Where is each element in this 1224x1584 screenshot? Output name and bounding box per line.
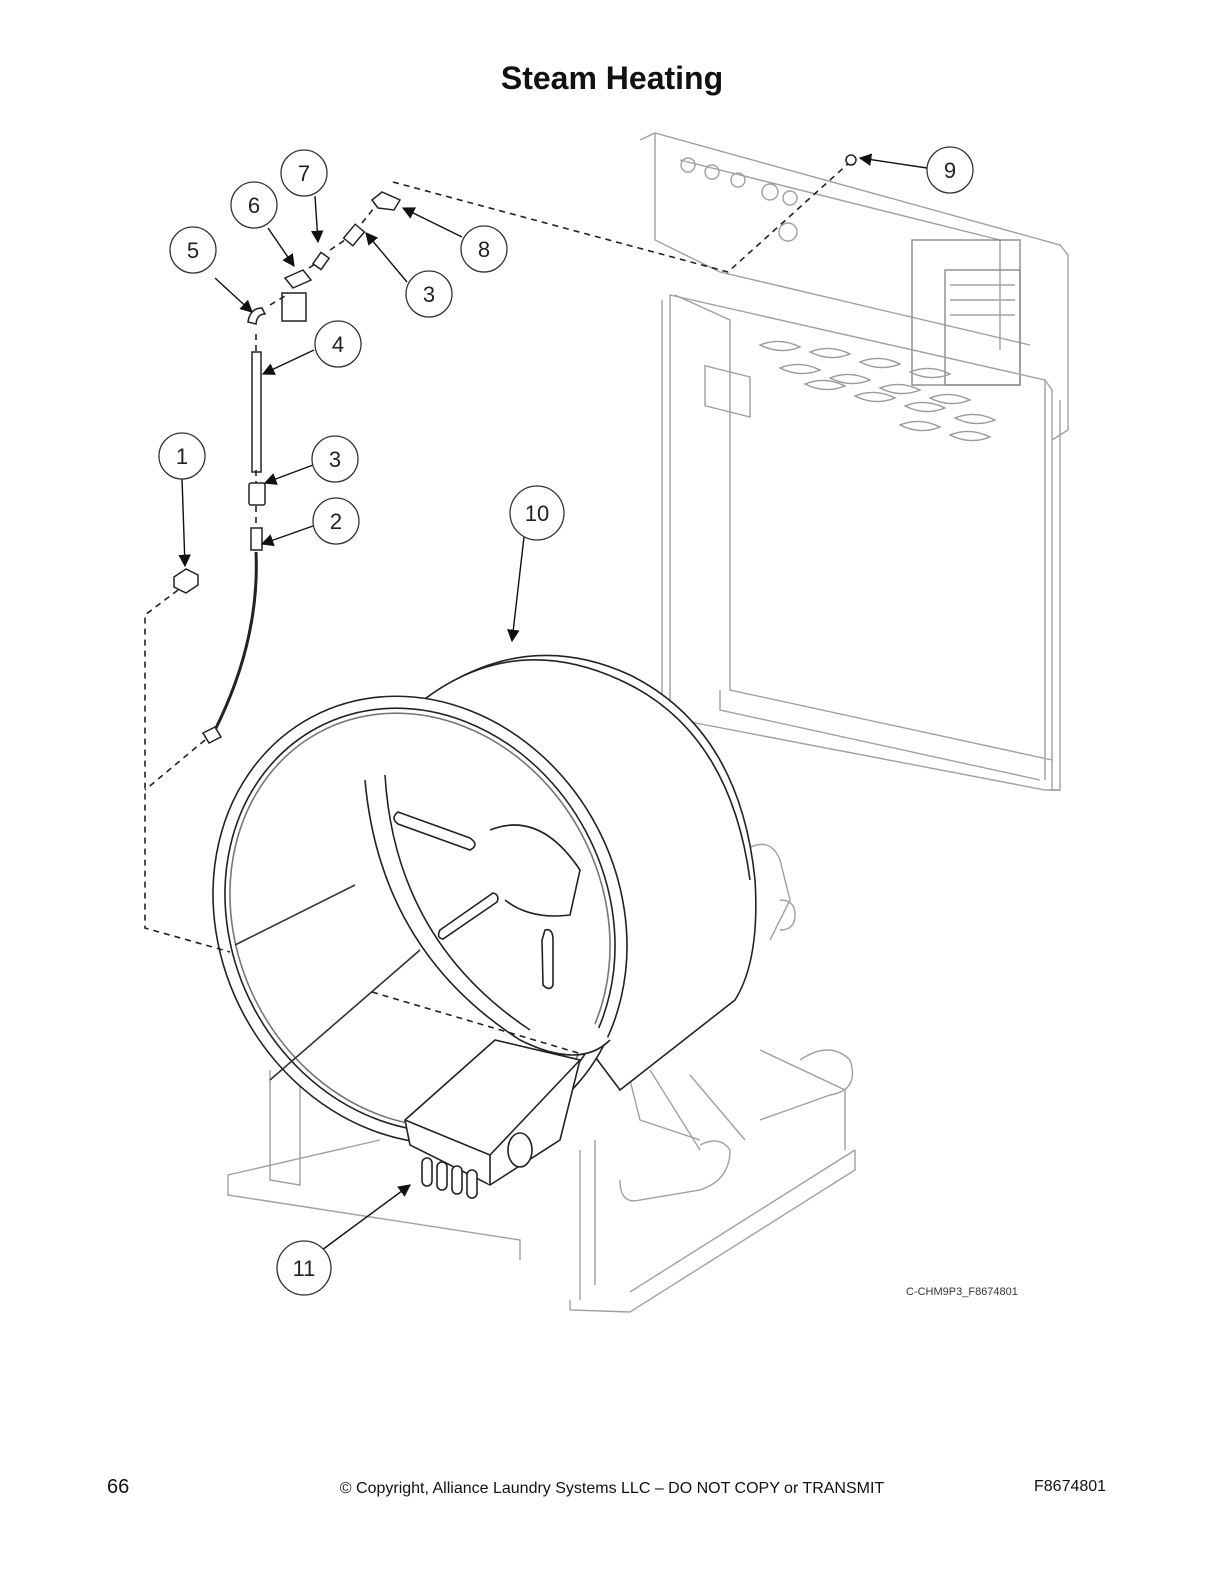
callout-10: 10 <box>509 485 565 541</box>
leader-lines <box>178 153 928 1251</box>
copyright-notice: © Copyright, Alliance Laundry Systems LL… <box>339 1480 885 1497</box>
callout-3-upper: 3 <box>405 270 453 318</box>
document-code: F8674801 <box>1034 1478 1107 1495</box>
callout-6: 6 <box>230 181 278 229</box>
callout-8: 8 <box>460 225 508 273</box>
callout-9: 9 <box>926 146 974 194</box>
svg-text:4: 4 <box>332 332 344 357</box>
svg-text:11: 11 <box>293 1256 316 1281</box>
dashed-assembly-lines <box>144 161 851 1056</box>
steam-components <box>173 191 402 744</box>
drawing-reference: C-CHM9P3_F8674801 <box>906 1286 1018 1298</box>
svg-text:1: 1 <box>176 444 188 469</box>
svg-text:6: 6 <box>248 193 260 218</box>
svg-text:3: 3 <box>423 282 435 307</box>
svg-text:8: 8 <box>478 237 490 262</box>
dryer-drum <box>212 654 757 1199</box>
callout-3-lower: 3 <box>311 435 359 483</box>
page-title: Steam Heating <box>500 60 724 96</box>
callout-5: 5 <box>169 226 217 274</box>
callout-1: 1 <box>158 432 206 480</box>
svg-text:7: 7 <box>298 161 310 186</box>
callout-11: 11 <box>276 1240 332 1296</box>
svg-text:10: 10 <box>525 501 549 526</box>
cabinet-rear-panel <box>639 132 1069 441</box>
svg-text:5: 5 <box>187 238 199 263</box>
callout-4: 4 <box>314 320 362 368</box>
screw-part <box>845 154 857 166</box>
callout-2: 2 <box>312 497 360 545</box>
svg-text:2: 2 <box>330 509 342 534</box>
callouts: 1 2 3 3 4 5 6 7 <box>158 146 974 1296</box>
svg-text:3: 3 <box>329 447 341 472</box>
svg-text:9: 9 <box>944 158 956 183</box>
page-number: 66 <box>107 1476 130 1498</box>
callout-7: 7 <box>280 149 328 197</box>
